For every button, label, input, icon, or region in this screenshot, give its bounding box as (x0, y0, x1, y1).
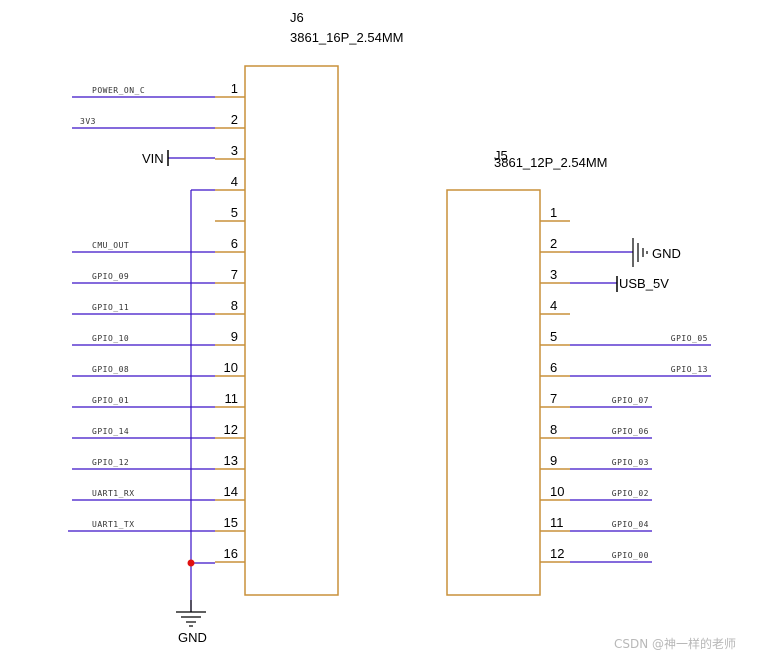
gnd-junction-dot (187, 559, 195, 567)
j5-pin-2-number: 2 (550, 236, 557, 251)
net-label-gpio-07: GPIO_07 (612, 396, 649, 405)
net-label-gpio-06: GPIO_06 (612, 427, 649, 436)
j6-pin-5-number: 5 (231, 205, 238, 220)
gnd-label-bottom: GND (178, 630, 207, 645)
j6-pin-15-number: 15 (224, 515, 238, 530)
net-label-gpio-09: GPIO_09 (92, 272, 129, 281)
j5-pin-7-number: 7 (550, 391, 557, 406)
net-label-gpio-01: GPIO_01 (92, 396, 129, 405)
net-label-gpio-11: GPIO_11 (92, 303, 129, 312)
net-label-gpio-03: GPIO_03 (612, 458, 649, 467)
j6-pin-3-number: 3 (231, 143, 238, 158)
usb5v-label: USB_5V (619, 276, 669, 291)
j6-pins: 1POWER_ON_C23V33456CMU_OUT7GPIO_098GPIO_… (68, 81, 245, 563)
net-label-gpio-00: GPIO_00 (612, 551, 649, 560)
j5-pin-9-number: 9 (550, 453, 557, 468)
j6-pin-7-number: 7 (231, 267, 238, 282)
j5-pin-8-number: 8 (550, 422, 557, 437)
vin-label: VIN (142, 151, 164, 166)
j6-pin-1-number: 1 (231, 81, 238, 96)
j5-pin-11-number: 11 (550, 515, 564, 530)
j5-pin-6-number: 6 (550, 360, 557, 375)
j5-pin-5-number: 5 (550, 329, 557, 344)
j5-value: 3861_12P_2.54MM (494, 155, 607, 170)
net-label-uart1-rx: UART1_RX (92, 489, 135, 498)
j6-ref: J6 (290, 10, 304, 25)
j6-pin-11-number: 11 (225, 391, 239, 406)
net-label-gpio-05: GPIO_05 (671, 334, 708, 343)
j6-pin-14-number: 14 (224, 484, 238, 499)
net-label-3v3: 3V3 (80, 117, 96, 126)
j5-pin-4-number: 4 (550, 298, 557, 313)
net-label-cmu-out: CMU_OUT (92, 241, 129, 250)
j6-pin-6-number: 6 (231, 236, 238, 251)
j6-value: 3861_16P_2.54MM (290, 30, 403, 45)
j6-pin-10-number: 10 (224, 360, 238, 375)
j5-pin-1-number: 1 (550, 205, 557, 220)
j5-pin-3-number: 3 (550, 267, 557, 282)
gnd-symbol-bottom (176, 600, 206, 627)
j6-pin-13-number: 13 (224, 453, 238, 468)
j5-body (446, 189, 541, 596)
j6-body (244, 65, 339, 596)
j6-pin-9-number: 9 (231, 329, 238, 344)
net-label-uart1-tx: UART1_TX (92, 520, 135, 529)
j6-pin-4-number: 4 (231, 174, 238, 189)
j5-pin-10-number: 10 (550, 484, 564, 499)
j6-pin-12-number: 12 (224, 422, 238, 437)
j6-pin-2-number: 2 (231, 112, 238, 127)
net-label-gpio-12: GPIO_12 (92, 458, 129, 467)
net-label-gpio-04: GPIO_04 (612, 520, 649, 529)
j6-pin-8-number: 8 (231, 298, 238, 313)
watermark: CSDN @神一样的老师 (614, 636, 736, 651)
net-label-gpio-13: GPIO_13 (671, 365, 708, 374)
j6-pin-16-number: 16 (224, 546, 238, 561)
net-label-gpio-14: GPIO_14 (92, 427, 129, 436)
j5-ref: J5 (494, 148, 508, 163)
net-label-gpio-02: GPIO_02 (612, 489, 649, 498)
net-label-gpio-10: GPIO_10 (92, 334, 129, 343)
net-label-power-on-c: POWER_ON_C (92, 86, 145, 95)
net-label-gpio-08: GPIO_08 (92, 365, 129, 374)
gnd-symbol-j5 (632, 238, 648, 267)
gnd-label-j5: GND (652, 246, 681, 261)
j5-pin-12-number: 12 (550, 546, 564, 561)
